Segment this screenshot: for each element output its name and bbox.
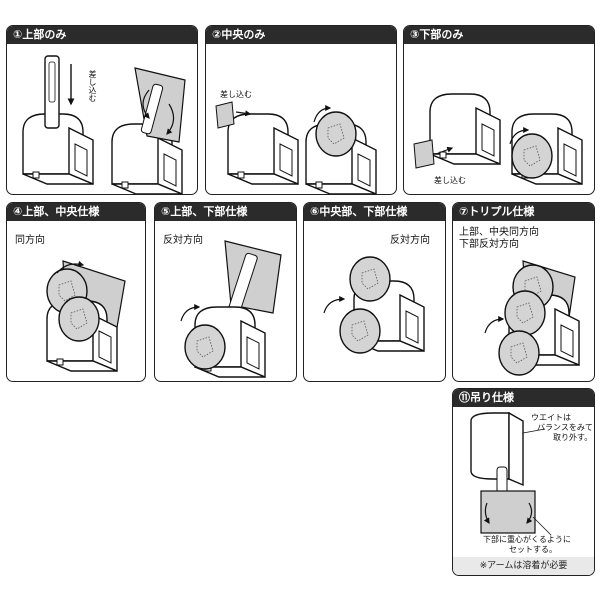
direction-label-line1: 上部、中央同方向 bbox=[459, 227, 539, 238]
triple-illustration bbox=[484, 260, 580, 376]
panel-upper-center: ④上部、中央仕様 同方向 bbox=[6, 202, 146, 382]
bottom-note-line1: 下部に重心がくるように bbox=[483, 535, 571, 544]
direction-label: 同方向 bbox=[15, 235, 45, 246]
upper-lower-illustration bbox=[180, 240, 282, 378]
panel-title: ⑪吊り仕様 bbox=[453, 389, 594, 407]
weight-note-line1: ウエイトは bbox=[531, 413, 571, 422]
direction-label: 反対方向 bbox=[163, 235, 203, 246]
panel-title: ④上部、中央仕様 bbox=[7, 203, 145, 221]
panel-title: ⑤上部、下部仕様 bbox=[155, 203, 296, 221]
weight-note-line2: バランスをみて bbox=[537, 423, 593, 432]
arm-welding-footnote: ※アームは溶着が必要 bbox=[453, 557, 594, 575]
panel-title: ②中央のみ bbox=[206, 26, 396, 44]
upper-only-illustration bbox=[22, 55, 186, 194]
panel-upper-only: ①上部のみ 差し込む bbox=[6, 25, 198, 195]
insert-label: 差し込む bbox=[220, 90, 252, 99]
panel-center-only: ②中央のみ 差し込む bbox=[205, 25, 397, 195]
panel-center-lower: ⑥中央部、下部仕様 反対方向 bbox=[303, 202, 446, 382]
insert-label: 差し込む bbox=[88, 70, 97, 102]
panel-upper-lower: ⑤上部、下部仕様 反対方向 bbox=[154, 202, 297, 382]
panel-title: ①上部のみ bbox=[7, 26, 197, 44]
panel-title: ⑥中央部、下部仕様 bbox=[304, 203, 445, 221]
panel-lower-only: ③下部のみ 差し込む bbox=[403, 25, 595, 195]
panel-title: ③下部のみ bbox=[404, 26, 594, 44]
panel-triple: ⑦トリプル仕様 上部、中央同方向 下部反対方向 bbox=[452, 202, 595, 382]
center-lower-illustration bbox=[323, 256, 425, 354]
lower-only-illustration bbox=[413, 93, 583, 185]
hanging-illustration bbox=[470, 411, 552, 536]
panel-title: ⑦トリプル仕様 bbox=[453, 203, 594, 221]
weight-note-line3: 取り外す。 bbox=[553, 433, 593, 442]
insert-label: 差し込む bbox=[434, 176, 466, 185]
panel-hanging: ⑪吊り仕様 ウエイトは バランスをみて 取り外す。 下部に重心がくるように セッ… bbox=[452, 388, 595, 576]
center-only-illustration bbox=[215, 101, 377, 194]
upper-center-illustration bbox=[46, 260, 126, 372]
direction-label-line2: 下部反対方向 bbox=[459, 239, 519, 250]
bottom-note-line2: セットする。 bbox=[509, 545, 557, 554]
direction-label: 反対方向 bbox=[390, 235, 430, 246]
